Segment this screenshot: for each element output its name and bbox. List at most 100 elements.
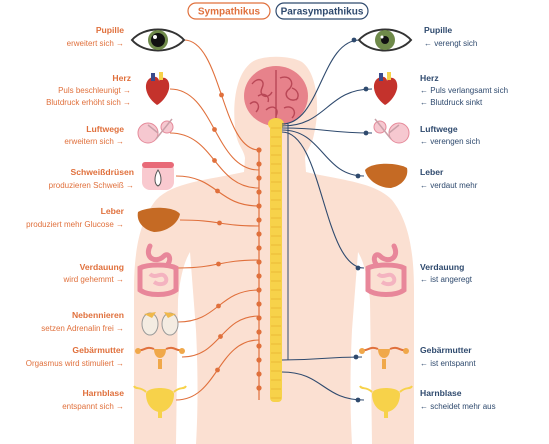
symp-title-herz: Herz xyxy=(112,73,131,83)
sympathetic-ganglion xyxy=(256,203,262,209)
sympathikus-header: Sympathikus xyxy=(198,7,261,18)
organ-icons xyxy=(130,28,413,418)
para-title-harnblase: Harnblase xyxy=(420,388,462,398)
parasympathetic-nerve xyxy=(281,356,363,361)
ganglion-dot xyxy=(212,127,217,132)
symp-title-pupille: Pupille xyxy=(96,25,124,35)
sympathetic-ganglion xyxy=(256,301,262,307)
sympathetic-ganglion xyxy=(256,385,262,391)
para-title-gebaermutter: Gebärmutter xyxy=(420,345,472,355)
lungs-icon xyxy=(373,118,410,144)
parasympathetic-ganglion xyxy=(353,354,359,360)
digestion-icon xyxy=(365,243,407,297)
ganglion-dot xyxy=(212,158,217,163)
para-desc-herz-blutdruck: ← Blutdruck sinkt xyxy=(420,98,483,107)
ganglion-dot xyxy=(215,188,220,194)
sympathetic-ganglion xyxy=(256,175,262,181)
symp-desc-schweissdruesen: produzieren Schweiß → xyxy=(49,181,134,190)
symp-desc-harnblase: entspannt sich → xyxy=(62,402,124,411)
symp-desc-pupille: erweitert sich → xyxy=(67,39,124,48)
digestion-icon xyxy=(137,243,179,297)
parasympathetic-ganglion xyxy=(363,130,369,136)
spinal-cord-bar xyxy=(270,122,282,402)
symp-desc-herz-puls: Puls beschleunigt → xyxy=(58,86,131,95)
sympathikus-header-box xyxy=(187,2,271,20)
sympathetic-ganglion xyxy=(256,259,262,265)
ganglion-dot xyxy=(219,92,224,98)
parasympathetic-nerve xyxy=(281,39,361,125)
sympathetic-ganglion xyxy=(256,273,262,279)
para-desc-herz-puls: ← Puls verlangsamt sich xyxy=(420,86,508,95)
parasympathetic-ganglion xyxy=(363,86,369,92)
ganglion-dot xyxy=(216,261,221,267)
header: Sympathikus Parasympathikus xyxy=(187,2,369,20)
para-title-luftwege: Luftwege xyxy=(420,124,458,134)
sympathetic-ganglion xyxy=(256,357,262,363)
symp-title-nebennieren: Nebennieren xyxy=(72,310,124,320)
sympathikus-labels: Pupille erweitert sich → Herz Puls besch… xyxy=(26,25,134,411)
brain-folds xyxy=(249,70,299,122)
sympathetic-ganglion xyxy=(256,315,262,321)
para-desc-gebaermutter: ← ist entspannt xyxy=(420,359,476,368)
parasympathikus-header-box xyxy=(275,2,369,20)
liver-icon xyxy=(365,163,408,188)
spinal-cord xyxy=(270,122,282,402)
para-title-pupille: Pupille xyxy=(424,25,452,35)
heart-icon xyxy=(145,72,170,105)
symp-title-luftwege: Luftwege xyxy=(86,124,124,134)
sweat-gland-icon xyxy=(142,162,174,190)
parasympathetic-ganglion xyxy=(355,173,361,179)
ganglion-dot xyxy=(216,303,221,309)
sympathetic-ganglion xyxy=(256,343,262,349)
parasympathetic-ganglion xyxy=(355,397,361,403)
sympathetic-ganglion xyxy=(256,147,262,153)
lungs-icon xyxy=(137,118,174,144)
sympathetic-ganglion xyxy=(256,329,262,335)
parasympathetic-ganglion xyxy=(351,37,357,43)
symp-desc-leber: produziert mehr Glucose → xyxy=(26,220,124,229)
parasympathetic-ganglion xyxy=(355,265,361,271)
parasympathetic-nerve xyxy=(281,131,365,269)
para-desc-harnblase: ← scheidet mehr aus xyxy=(420,402,496,411)
symp-title-leber: Leber xyxy=(101,206,125,216)
sympathetic-ganglion xyxy=(256,371,262,377)
ganglion-dot xyxy=(218,334,223,339)
para-title-herz: Herz xyxy=(420,73,439,83)
symp-title-harnblase: Harnblase xyxy=(82,388,124,398)
ganglion-dot xyxy=(215,367,220,373)
symp-title-verdauung: Verdauung xyxy=(80,262,124,272)
uterus-icon xyxy=(359,346,409,369)
para-title-verdauung: Verdauung xyxy=(420,262,464,272)
liver-icon xyxy=(137,207,180,232)
para-desc-leber: ← verdaut mehr xyxy=(420,181,478,190)
para-desc-verdauung: ← ist angeregt xyxy=(420,275,473,284)
eye-icon xyxy=(130,28,186,52)
parasympathetic-nerve xyxy=(281,127,373,134)
eye-icon xyxy=(357,28,413,52)
parasympathikus-labels: Pupille ← verengt sich Herz ← Puls verla… xyxy=(420,25,508,411)
symp-desc-luftwege: erweitern sich → xyxy=(64,137,124,146)
para-desc-luftwege: ← verengen sich xyxy=(420,137,480,146)
parasympathetic-nerve xyxy=(281,371,365,401)
symp-desc-verdauung: wird gehemmt → xyxy=(63,275,124,284)
sympathetic-ganglion xyxy=(256,231,262,237)
symp-title-gebaermutter: Gebärmutter xyxy=(72,345,124,355)
symp-desc-herz-blutdruck: Blutdruck erhöht sich → xyxy=(46,98,131,107)
bladder-icon xyxy=(133,385,187,418)
ganglia xyxy=(212,37,369,403)
sympathetic-ganglion xyxy=(256,189,262,195)
parasympathikus-header: Parasympathikus xyxy=(281,7,364,18)
adrenal-icon xyxy=(141,312,179,336)
symp-desc-gebaermutter: Orgasmus wird stimuliert → xyxy=(26,359,124,368)
sympathetic-ganglion xyxy=(256,245,262,251)
para-title-leber: Leber xyxy=(420,167,444,177)
sympathetic-ganglion xyxy=(256,217,262,223)
parasympathetic-nerve xyxy=(281,88,373,127)
sympathetic-ganglion xyxy=(256,287,262,293)
heart-icon xyxy=(373,72,398,105)
bladder-icon xyxy=(359,385,413,418)
symp-desc-nebennieren: setzen Adrenalin frei → xyxy=(41,324,124,333)
symp-title-schweissdruesen: Schweißdrüsen xyxy=(70,167,134,177)
sympathetic-ganglion xyxy=(256,161,262,167)
